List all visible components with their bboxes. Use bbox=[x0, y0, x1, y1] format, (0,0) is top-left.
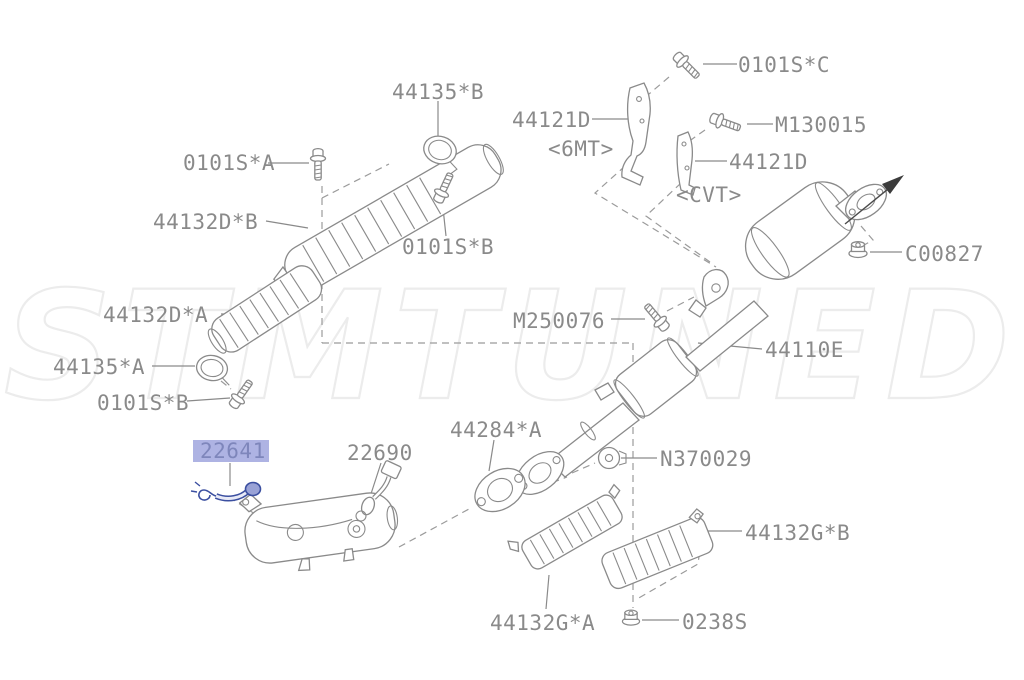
label-0101s-b-lower[interactable]: 0101S*B bbox=[97, 391, 189, 415]
nut-c00827-drawing bbox=[848, 241, 868, 259]
label-44121d-cvt[interactable]: 44121D bbox=[729, 150, 808, 174]
label-44284-a[interactable]: 44284*A bbox=[450, 418, 542, 442]
bolt-m130015-drawing bbox=[707, 109, 744, 136]
nut-0238s-drawing bbox=[621, 609, 641, 626]
oxygen-sensor-22641-drawing[interactable] bbox=[190, 481, 262, 502]
label-0238s[interactable]: 0238S bbox=[682, 610, 748, 634]
label-n370029[interactable]: N370029 bbox=[660, 447, 752, 471]
heat-shield-44132ga-drawing bbox=[507, 483, 623, 570]
label-44110e[interactable]: 44110E bbox=[765, 338, 844, 362]
label-0101s-c[interactable]: 0101S*C bbox=[738, 53, 830, 77]
heat-shield-44132da-drawing bbox=[207, 265, 323, 354]
label-variant-6mt: <6MT> bbox=[548, 137, 614, 161]
oxygen-sensor-22690-drawing bbox=[355, 460, 402, 522]
gasket-44284a-drawing bbox=[474, 467, 526, 513]
label-44135-a[interactable]: 44135*A bbox=[53, 355, 145, 379]
label-44132g-b[interactable]: 44132G*B bbox=[745, 521, 850, 545]
label-44121d-6mt[interactable]: 44121D bbox=[512, 108, 591, 132]
label-c00827[interactable]: C00827 bbox=[905, 242, 984, 266]
label-variant-cvt: <CVT> bbox=[676, 183, 742, 207]
label-44135-b[interactable]: 44135*B bbox=[392, 80, 484, 104]
highlight-box-22641[interactable] bbox=[193, 440, 269, 462]
label-m130015[interactable]: M130015 bbox=[775, 113, 867, 137]
rear-cat-manifold-drawing bbox=[238, 492, 399, 572]
bolt-0101s-a-drawing bbox=[309, 147, 327, 181]
label-m250076[interactable]: M250076 bbox=[513, 309, 605, 333]
label-44132d-a[interactable]: 44132D*A bbox=[103, 303, 208, 327]
label-0101s-a[interactable]: 0101S*A bbox=[183, 151, 275, 175]
label-44132d-b[interactable]: 44132D*B bbox=[153, 210, 258, 234]
label-22690[interactable]: 22690 bbox=[347, 441, 413, 465]
heat-shield-44132gb-drawing bbox=[601, 508, 714, 590]
front-pipe-44110e-drawing bbox=[515, 181, 887, 495]
label-22641[interactable]: 22641 bbox=[200, 439, 266, 463]
watermark-text: STMTUNED bbox=[4, 260, 1020, 434]
assembly-reference-dashed-lines bbox=[220, 76, 874, 608]
label-44132g-a[interactable]: 44132G*A bbox=[490, 611, 595, 635]
bracket-44121d-cvt-drawing bbox=[676, 131, 696, 196]
label-0101s-b-upper[interactable]: 0101S*B bbox=[402, 235, 494, 259]
direction-arrow-icon bbox=[844, 175, 904, 225]
clamp-44135b-drawing bbox=[423, 135, 458, 175]
clamp-44135a-drawing bbox=[195, 354, 230, 386]
bolt-0101s-c-drawing bbox=[669, 48, 704, 83]
bracket-44121d-6mt-drawing bbox=[621, 82, 651, 186]
cushion-n370029-drawing bbox=[597, 446, 627, 470]
